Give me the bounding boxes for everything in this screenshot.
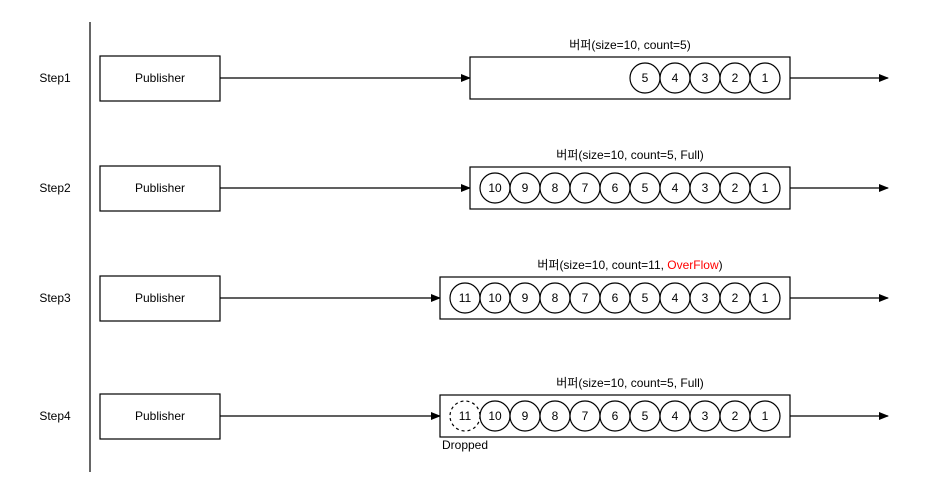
buffer-item-value: 1 (762, 409, 769, 423)
buffer-item-value: 9 (522, 291, 529, 305)
buffer-item-value: 4 (672, 71, 679, 85)
step-label: Step1 (39, 71, 71, 85)
publisher-box (99, 393, 221, 440)
buffer-item-value: 6 (612, 291, 619, 305)
step-row: Step2 Publisher 버퍼(size=10, count=5, Full)… (39, 148, 889, 212)
buffer-caption-part: 버퍼(size=10, count=5, Full) (556, 148, 703, 162)
buffer-item-value: 3 (702, 71, 709, 85)
buffer-item-value: 7 (582, 409, 589, 423)
buffer-item-circle (749, 282, 781, 314)
buffer-item-value: 5 (642, 181, 649, 195)
buffer-item-value: 1 (762, 71, 769, 85)
buffer-item-value: 4 (672, 291, 679, 305)
buffer-item-value: 4 (672, 409, 679, 423)
publisher-box (99, 275, 221, 322)
publisher-label: Publisher (135, 71, 185, 85)
publisher-box (99, 165, 221, 212)
buffer-item-value: 9 (522, 409, 529, 423)
step-label: Step3 (39, 291, 71, 305)
buffer-item-value: 6 (612, 181, 619, 195)
buffer-caption-part: OverFlow (667, 258, 719, 272)
step-row: Step3 Publisher 버퍼(size=10, count=11, Over… (39, 258, 889, 322)
step-row: Step4 Publisher 버퍼(size=10, count=5, Full)… (39, 376, 889, 452)
buffer-item-value: 10 (488, 181, 502, 195)
buffer-item-value: 2 (732, 291, 739, 305)
buffer-item-value: 8 (552, 181, 559, 195)
buffer-item-value: 4 (672, 181, 679, 195)
buffer-item-circle (749, 400, 781, 432)
buffer-item-circle (749, 62, 781, 94)
buffer-caption-part: 버퍼(size=10, count=5, Full) (556, 376, 703, 390)
buffer-item-value: 2 (732, 181, 739, 195)
buffer-item-circle (749, 172, 781, 204)
publisher-label: Publisher (135, 291, 185, 305)
buffer-item-value: 3 (702, 181, 709, 195)
buffer-item-value: 7 (582, 291, 589, 305)
buffer-caption: 버퍼(size=10, count=11, OverFlow) (537, 258, 722, 272)
buffer-caption-part: ) (719, 258, 723, 272)
step-label: Step4 (39, 409, 71, 423)
dropped-item-value: 11 (459, 409, 472, 423)
buffer-caption: 버퍼(size=10, count=5) (569, 38, 690, 52)
buffer-item-value: 1 (762, 291, 769, 305)
buffer-item-value: 2 (732, 409, 739, 423)
buffer-item-value: 10 (488, 291, 502, 305)
step-label: Step2 (39, 181, 71, 195)
buffer-item-value: 3 (702, 291, 709, 305)
buffer-item-value: 5 (642, 409, 649, 423)
step-row: Step1 Publisher 버퍼(size=10, count=5) 5 4 3 2 1 (39, 38, 889, 102)
buffer-item-value: 10 (488, 409, 502, 423)
buffer-caption: 버퍼(size=10, count=5, Full) (556, 148, 703, 162)
buffer-item-value: 7 (582, 181, 589, 195)
buffer-item-value: 9 (522, 181, 529, 195)
dropped-label: Dropped (442, 438, 488, 452)
buffer-item-value: 8 (552, 409, 559, 423)
buffer-item-value: 5 (642, 291, 649, 305)
publisher-label: Publisher (135, 409, 185, 423)
buffer-caption-part: 버퍼(size=10, count=11, (537, 258, 667, 272)
buffer-item-value: 8 (552, 291, 559, 305)
buffer-item-value: 6 (612, 409, 619, 423)
buffer-item-value: 5 (642, 71, 649, 85)
buffer-item-value: 3 (702, 409, 709, 423)
buffer-item-value: 2 (732, 71, 739, 85)
buffer-item-value: 1 (762, 181, 769, 195)
buffer-caption: 버퍼(size=10, count=5, Full) (556, 376, 703, 390)
publisher-label: Publisher (135, 181, 185, 195)
buffer-caption-part: 버퍼(size=10, count=5) (569, 38, 690, 52)
buffer-item-value: 11 (459, 291, 472, 305)
